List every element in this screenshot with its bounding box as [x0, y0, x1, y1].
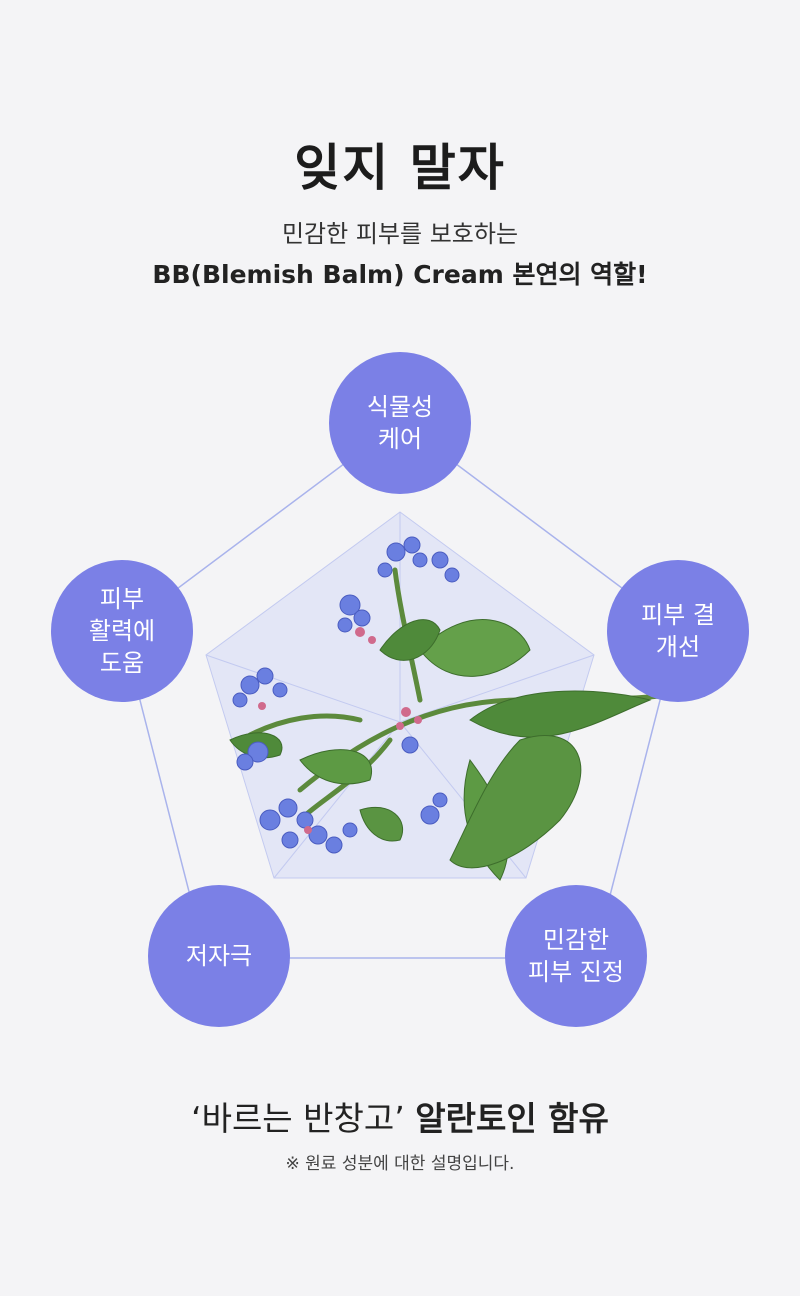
node-vitality-line2: 활력에 [88, 617, 156, 645]
headline-bold: 알란토인 함유 [415, 1099, 609, 1138]
subtitle-line-2: BB(Blemish Balm) Cream 본연의 역할! [152, 260, 648, 289]
node-low-irritation: 저자극 [148, 885, 290, 1027]
node-skin-texture: 피부 결 개선 [607, 560, 749, 702]
node-vitality-line1: 피부 [99, 585, 145, 613]
node-vitality-line3: 도움 [99, 649, 145, 677]
page-title: 잊지 말자 [294, 139, 506, 197]
node-plant-care: 식물성 케어 [329, 352, 471, 494]
node-plant-care-line1: 식물성 [366, 393, 434, 421]
allantoin-headline: ‘바르는 반창고’ 알란토인 함유 [0, 1092, 800, 1140]
subtitle-line-1: 민감한 피부를 보호하는 [281, 220, 519, 248]
node-skin-texture-line2: 개선 [655, 633, 701, 661]
node-soothing-line1: 민감한 [542, 926, 610, 954]
node-vitality: 피부 활력에 도움 [51, 560, 193, 702]
node-soothing-line2: 피부 진정 [528, 958, 624, 986]
headline-regular: ‘바르는 반창고’ [191, 1099, 405, 1138]
node-skin-texture-line1: 피부 결 [641, 601, 715, 629]
comfrey-plant-illustration [229, 536, 663, 881]
ingredient-note: ※ 원료 성분에 대한 설명입니다. [285, 1154, 515, 1174]
node-soothing: 민감한 피부 진정 [505, 885, 647, 1027]
node-plant-care-line2: 케어 [377, 425, 423, 453]
node-low-irritation-line1: 저자극 [185, 942, 253, 970]
